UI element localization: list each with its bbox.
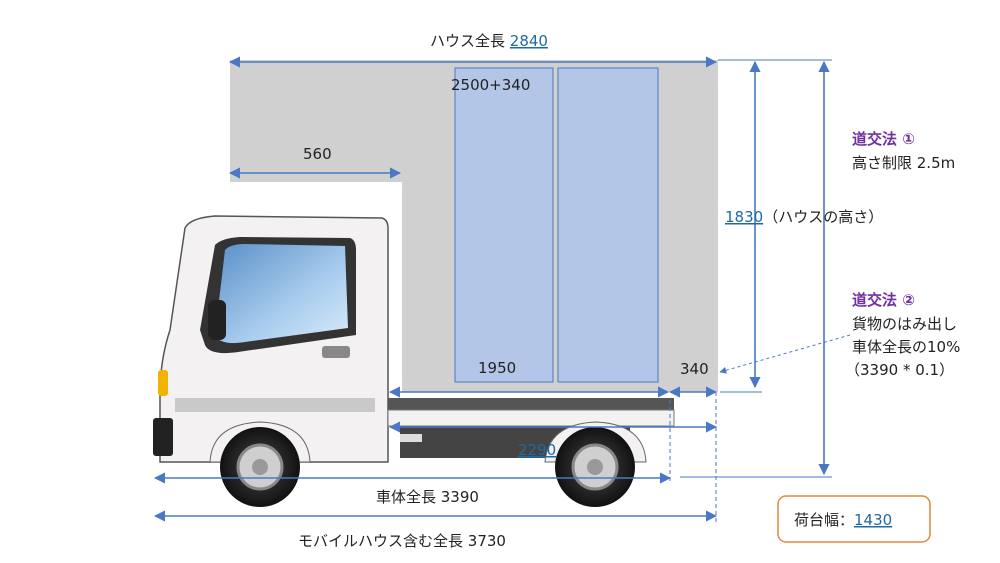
bed-length-label: 1950 <box>478 359 516 377</box>
house-door-right <box>557 67 659 383</box>
front-wheel <box>209 421 311 507</box>
law2-line3: （3390 * 0.1） <box>845 361 954 379</box>
total-length-label: モバイルハウス含む全長 3730 <box>298 532 506 550</box>
law2-title: 道交法 ② <box>852 291 915 309</box>
house-height-label: 1830（ハウスの高さ） <box>725 208 883 226</box>
overhang-label: 340 <box>680 360 709 378</box>
bed-width-box <box>777 495 931 543</box>
step-length-label: 560 <box>303 145 332 163</box>
house-door-left <box>454 67 554 383</box>
law1-text: 高さ制限 2.5m <box>852 154 955 172</box>
house-length-label: ハウス全長 2840 <box>430 32 548 50</box>
law2-line1: 貨物のはみ出し <box>852 315 957 333</box>
inner-bed-label: 2290 <box>518 441 556 459</box>
cargo-sub-label: 2500+340 <box>451 76 530 94</box>
rear-wheel <box>544 421 647 507</box>
law2-callout <box>719 334 851 374</box>
body-length-label: 車体全長 3390 <box>376 488 479 506</box>
truck-cab <box>153 215 389 463</box>
law2-line2: 車体全長の10% <box>852 338 960 356</box>
law1-title: 道交法 ① <box>852 130 915 148</box>
bed-width-label: 荷台幅：1430 <box>794 511 892 529</box>
